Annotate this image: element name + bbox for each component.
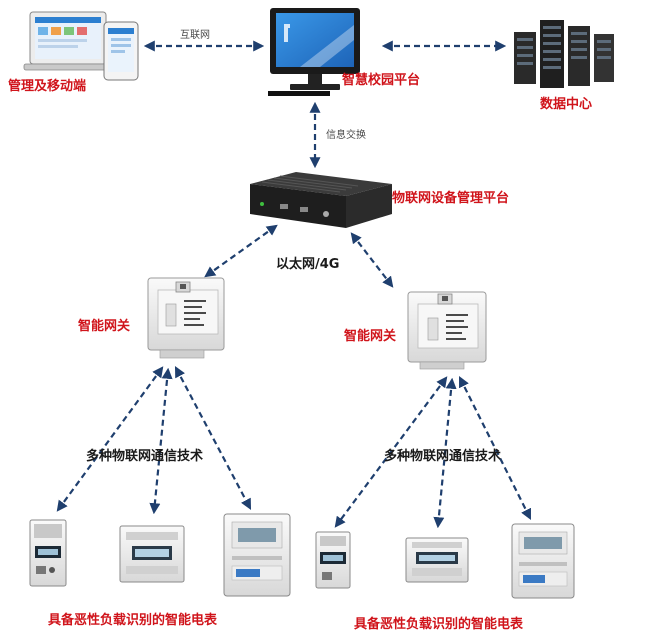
laptop-phone-icon [23,11,139,81]
info-exchange-label: 信息交换 [326,128,366,141]
fanout-left-arrow-3 [174,366,252,510]
fanout-right-arrow-2 [433,377,457,529]
fanout-left-arrow-2 [149,367,173,515]
meter-panel-icon [223,513,291,597]
server-rack-icon [514,20,614,88]
gateway-left-icon [147,277,225,359]
iot-gateway-box-icon [250,172,392,228]
meter-din-wide-icon [405,537,469,583]
ethernet-4g-label: 以太网/4G [276,256,339,272]
gateway-right-icon [407,291,487,370]
ethernet-arrow-left [204,224,278,278]
iot-platform-label: 物联网设备管理平台 [392,190,509,206]
mgmt-mobile-label: 管理及移动端 [8,78,86,94]
meter-panel-icon [511,523,575,599]
gateway-left-label: 智能网关 [78,318,130,334]
data-center-label: 数据中心 [540,96,592,112]
gateway-right-label: 智能网关 [344,328,396,344]
iot-tech-right-label: 多种物联网通信技术 [384,448,501,464]
meter-din-small-icon [315,531,351,589]
meter-din-wide-icon [119,525,185,583]
campus-platform-label: 智慧校园平台 [342,72,420,88]
meter-din-small-icon [29,519,67,587]
fanout-right-arrow-1 [334,376,448,528]
ethernet-arrow-right [350,232,394,288]
meters-right-label: 具备恶性负载识别的智能电表 [354,616,524,632]
fanout-right-arrow-3 [459,376,531,520]
monitor-icon [268,8,360,96]
fanout-left-arrow-1 [56,366,164,512]
meters-left-label: 具备恶性负载识别的智能电表 [48,612,218,628]
internet-label: 互联网 [180,29,210,41]
iot-tech-left-label: 多种物联网通信技术 [86,448,203,464]
